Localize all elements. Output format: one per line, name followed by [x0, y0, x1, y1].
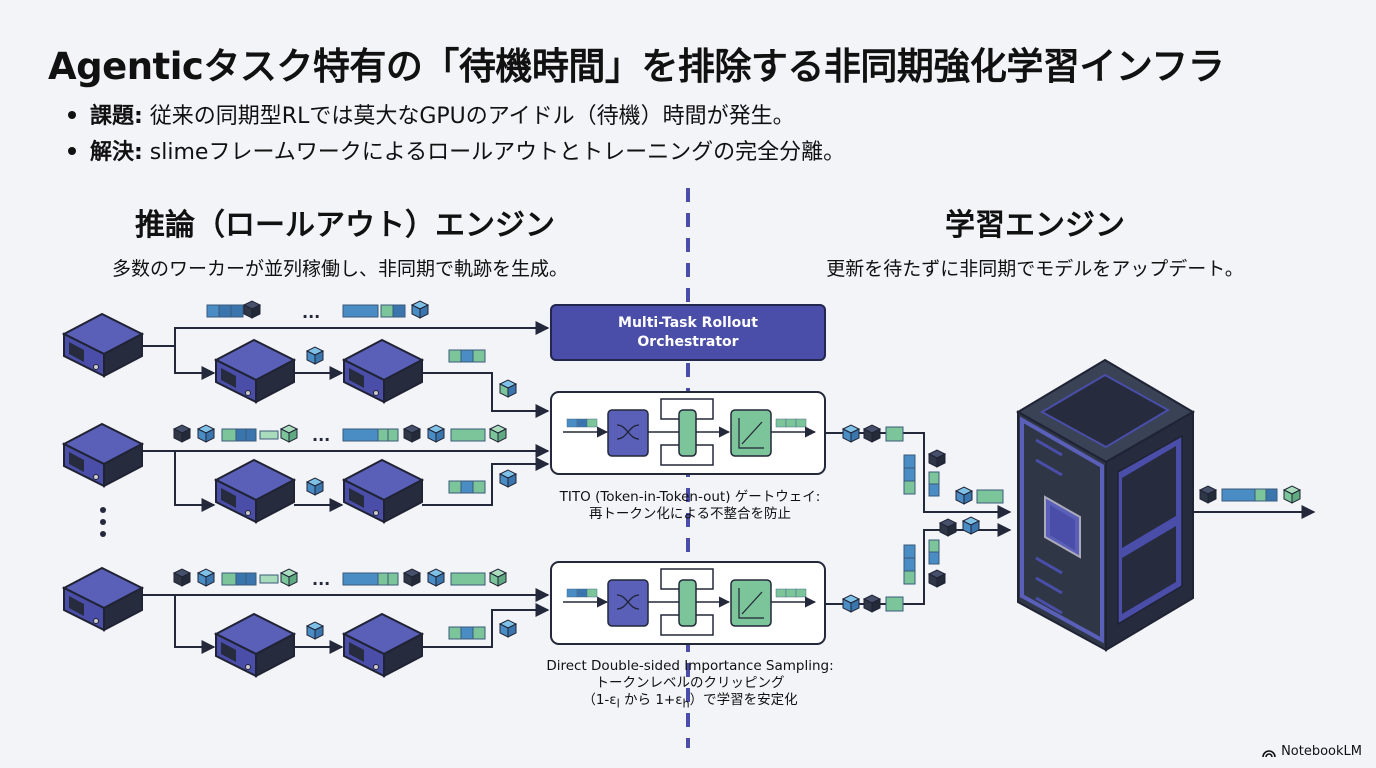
rollout-server-icon	[343, 613, 423, 677]
brand-watermark: NotebookLM	[1262, 744, 1362, 759]
more-workers-ellipsis	[100, 507, 106, 537]
rollout-engine-subtitle: 多数のワーカーが並列稼働し、非同期で軌跡を生成。	[111, 258, 568, 280]
token-block	[206, 304, 220, 318]
brand-label: NotebookLM	[1281, 744, 1362, 759]
tito-caption-line1: TITO (Token-in-Token-out) ゲートウェイ:	[559, 489, 821, 505]
token-cube-icon	[411, 300, 429, 319]
bullet-text: slimeフレームワークによるロールアウトとトレーニングの完全分離。	[142, 140, 846, 165]
rollout-server-icon	[215, 459, 295, 523]
training-engine-subtitle: 更新を待たずに非同期でモデルをアップデート。	[826, 258, 1244, 280]
tito-caption-line2: 再トークン化による不整合を防止	[588, 506, 792, 522]
orchestrator-label-line2: Orchestrator	[637, 333, 739, 350]
worker-group-2: ...	[63, 423, 550, 523]
page-title: Agenticタスク特有の「待機時間」を排除する非同期強化学習インフラ	[48, 45, 1225, 88]
ellipsis: ...	[312, 426, 330, 445]
gateway-output-flow	[825, 424, 1012, 613]
orchestrator-label-line1: Multi-Task Rollout	[618, 314, 758, 331]
notebooklm-logo-icon	[1262, 749, 1276, 757]
is-caption-line1: Direct Double-sided Importance Sampling:	[546, 658, 834, 674]
orchestrator-box: Multi-Task Rollout Orchestrator	[550, 304, 826, 361]
training-rack-server-icon	[1016, 358, 1195, 652]
rollout-server-icon	[63, 423, 143, 487]
tito-caption: TITO (Token-in-Token-out) ゲートウェイ: 再トークン化…	[520, 489, 860, 523]
importance-sampling-box	[551, 562, 825, 644]
is-caption-line2: トークンレベルのクリッピング	[595, 675, 785, 691]
bullet-label: 課題:	[90, 104, 143, 129]
training-engine-title: 学習エンジン	[945, 208, 1125, 243]
worker-group-3: ...	[63, 567, 550, 677]
ellipsis: ...	[302, 303, 320, 322]
rollout-server-icon	[343, 339, 423, 403]
rollout-server-icon	[215, 613, 295, 677]
bullet-problem: 課題: 従来の同期型RLでは莫大なGPUのアイドル（待機）時間が発生。	[68, 98, 795, 130]
token-cube-icon	[306, 346, 324, 365]
importance-sampling-caption: Direct Double-sided Importance Sampling:…	[520, 658, 860, 713]
rollout-server-icon	[63, 567, 143, 631]
bullet-text: 従来の同期型RLでは莫大なGPUのアイドル（待機）時間が発生。	[142, 104, 795, 129]
rollout-server-icon	[215, 339, 295, 403]
epsilon-high-subscript: h	[682, 697, 690, 711]
rollout-server-icon	[63, 313, 143, 377]
tito-gateway-box	[551, 392, 825, 474]
token-cube-icon	[243, 300, 261, 319]
bullet-dot	[68, 111, 76, 119]
rollout-server-icon	[343, 459, 423, 523]
bullet-dot	[68, 147, 76, 155]
is-caption-line3: （1-εl から 1+εh）で学習を安定化	[520, 692, 860, 713]
is-caption-part: から 1+ε	[619, 692, 683, 708]
bullet-solution: 解決: slimeフレームワークによるロールアウトとトレーニングの完全分離。	[68, 134, 845, 166]
token-cube-icon	[499, 379, 517, 398]
model-output-flow	[1193, 485, 1316, 519]
bullet-label: 解決:	[90, 140, 143, 165]
rollout-engine-title: 推論（ロールアウト）エンジン	[135, 208, 555, 243]
worker-group-1: ...	[63, 300, 550, 418]
is-caption-part: ）で学習を安定化	[689, 692, 798, 708]
epsilon-low-subscript: l	[616, 697, 620, 711]
is-caption-part: （1-ε	[582, 692, 617, 708]
ellipsis: ...	[312, 570, 330, 589]
